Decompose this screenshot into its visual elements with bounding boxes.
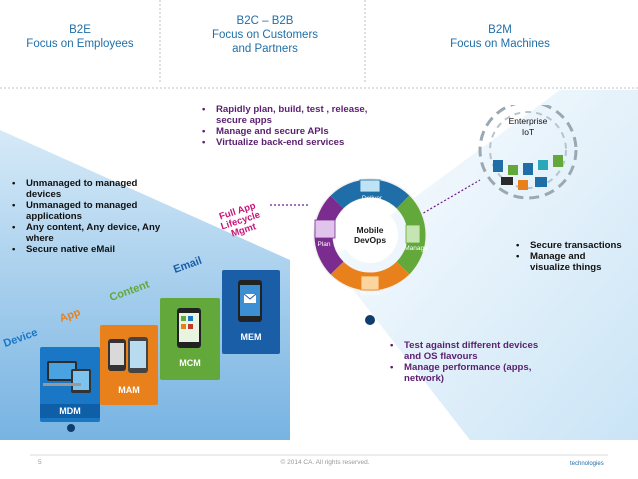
mem-phone-icon [238,280,262,322]
left-bullet-4: Secure native eMail [10,244,170,255]
devops-cycle [313,178,427,292]
bottom-bullet-1: Test against different devices and OS fl… [388,340,548,362]
right-bullets: Secure transactions Manage and visualize… [514,240,624,273]
stair-mdm: MDM [40,347,100,422]
stair-mem-label: MEM [240,332,262,342]
stair-mem: MEM [222,270,280,354]
header-b2m-sub: Focus on Machines [450,38,550,50]
header-b2e-sub: Focus on Employees [26,38,134,50]
cycle-center-1: Mobile [356,225,384,235]
cycle-secure-label: Secure [359,290,381,297]
deliver-truck-icon [359,179,381,193]
iot-device-icon-4 [538,160,548,170]
cycle-deliver-label: Deliver [361,195,383,202]
stair-mam-label: MAM [118,385,140,395]
enterprise-iot-graphic [478,105,578,200]
right-bullet-1: Secure transactions [514,240,624,251]
stair-mcm: MCM [160,298,220,380]
iot-device-icon-7 [535,177,547,187]
iot-label-2: IoT [521,127,535,137]
left-bullet-3: Any content, Any device, Any where [10,222,170,244]
header-b2m-title: B2M [488,24,512,36]
stair-mdm-label: MDM [40,404,100,418]
cycle-center-2: DevOps [353,235,387,245]
secure-lock-icon [360,275,380,291]
iot-label-1: Enterprise [508,116,548,126]
cycle-plan-label: Plan [317,241,331,248]
header-b2c-sub2: and Partners [232,43,298,55]
mid-bullet-1: Rapidly plan, build, test , release, sec… [200,104,370,126]
stair-mcm-label: MCM [179,358,201,368]
footer-page-number: 5 [38,459,42,466]
iot-label: Enterprise IoT [503,116,553,138]
left-bullet-2: Unmanaged to managed applications [10,200,170,222]
iot-device-icon-1 [493,160,503,172]
iot-device-icon-3 [523,163,533,175]
iot-device-icon-8 [518,180,528,190]
plan-chart-icon [314,219,336,239]
header-b2m: B2M Focus on Machines [420,23,580,51]
manage-box-icon [405,224,421,244]
footer-copyright: © 2014 CA. All rights reserved. [280,459,370,466]
header-b2e-title: B2E [69,24,91,36]
mid-bullet-2: Manage and secure APIs [200,126,370,137]
cycle-center-label: Mobile DevOps [340,225,400,245]
header-b2c-title: B2C – B2B [236,15,294,27]
stair-mam: MAM [100,325,158,405]
left-bullet-1: Unmanaged to managed devices [10,178,170,200]
cycle-center [342,207,398,263]
mid-bullets: Rapidly plan, build, test , release, sec… [200,104,370,148]
iot-device-icon-2 [508,165,518,175]
iot-device-icon-6 [501,177,513,185]
iot-ring-outer [478,105,578,200]
header-b2c: B2C – B2B Focus on Customers and Partner… [185,14,345,56]
iot-device-icon-5 [553,155,563,167]
header-b2c-sub1: Focus on Customers [211,29,319,41]
bottom-bullet-2: Manage performance (apps, network) [388,362,548,384]
footer-brand: technologies [570,461,604,467]
cycle-manage-label: Manage [404,245,428,252]
header-b2e: B2E Focus on Employees [10,23,150,51]
mdm-devices-icon [43,361,91,393]
right-bullet-2: Manage and visualize things [514,251,624,273]
mam-phones-icon [108,337,148,373]
mid-bullet-3: Virtualize back-end services [200,137,370,148]
bottom-bullets: Test against different devices and OS fl… [388,340,548,384]
mcm-phone-icon [177,308,201,348]
left-bullets: Unmanaged to managed devices Unmanaged t… [10,178,170,255]
